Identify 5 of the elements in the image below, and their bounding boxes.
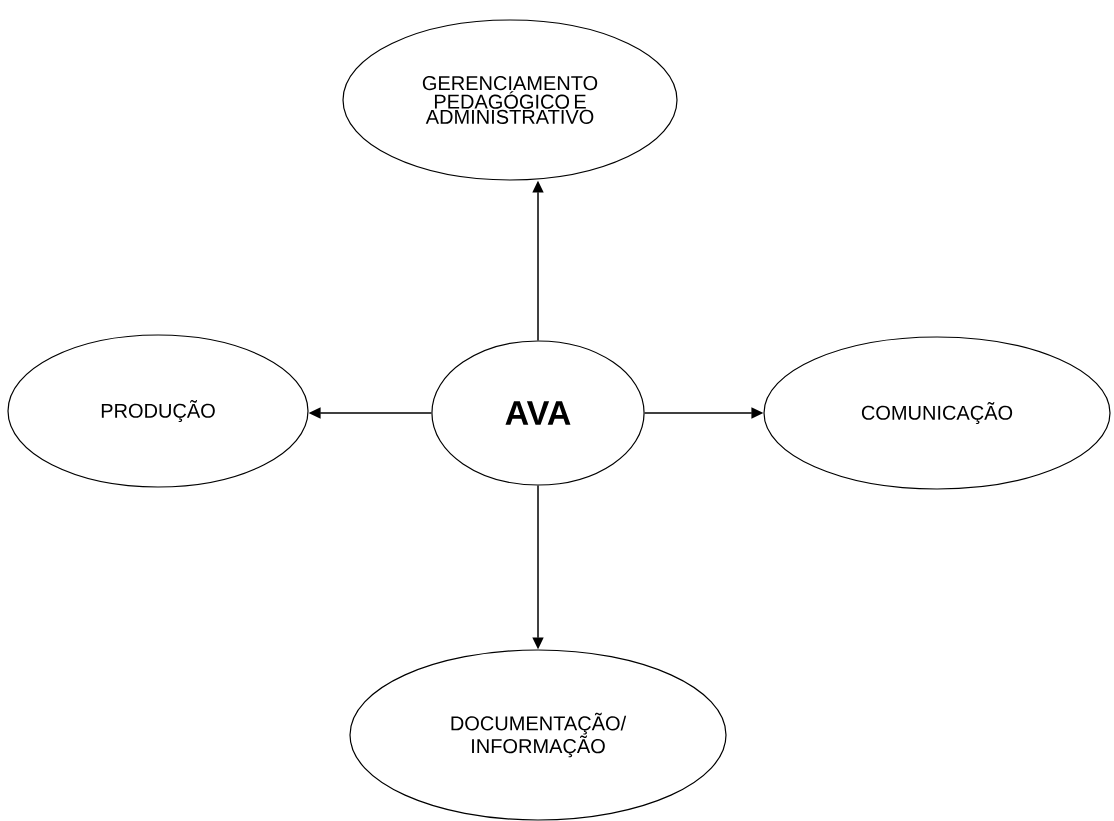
ellipse-node: DOCUMENTAÇÃO/ INFORMAÇÃO — [349, 649, 727, 821]
ellipse-node: AVA — [431, 340, 645, 486]
ellipse-node: COMUNICAÇÃO — [763, 336, 1111, 490]
ellipse-node: PRODUÇÃO — [7, 334, 309, 488]
ellipse-node: GERENCIAMENTO PEDAGÓGICO E ADMINISTRATIVO — [342, 19, 678, 181]
